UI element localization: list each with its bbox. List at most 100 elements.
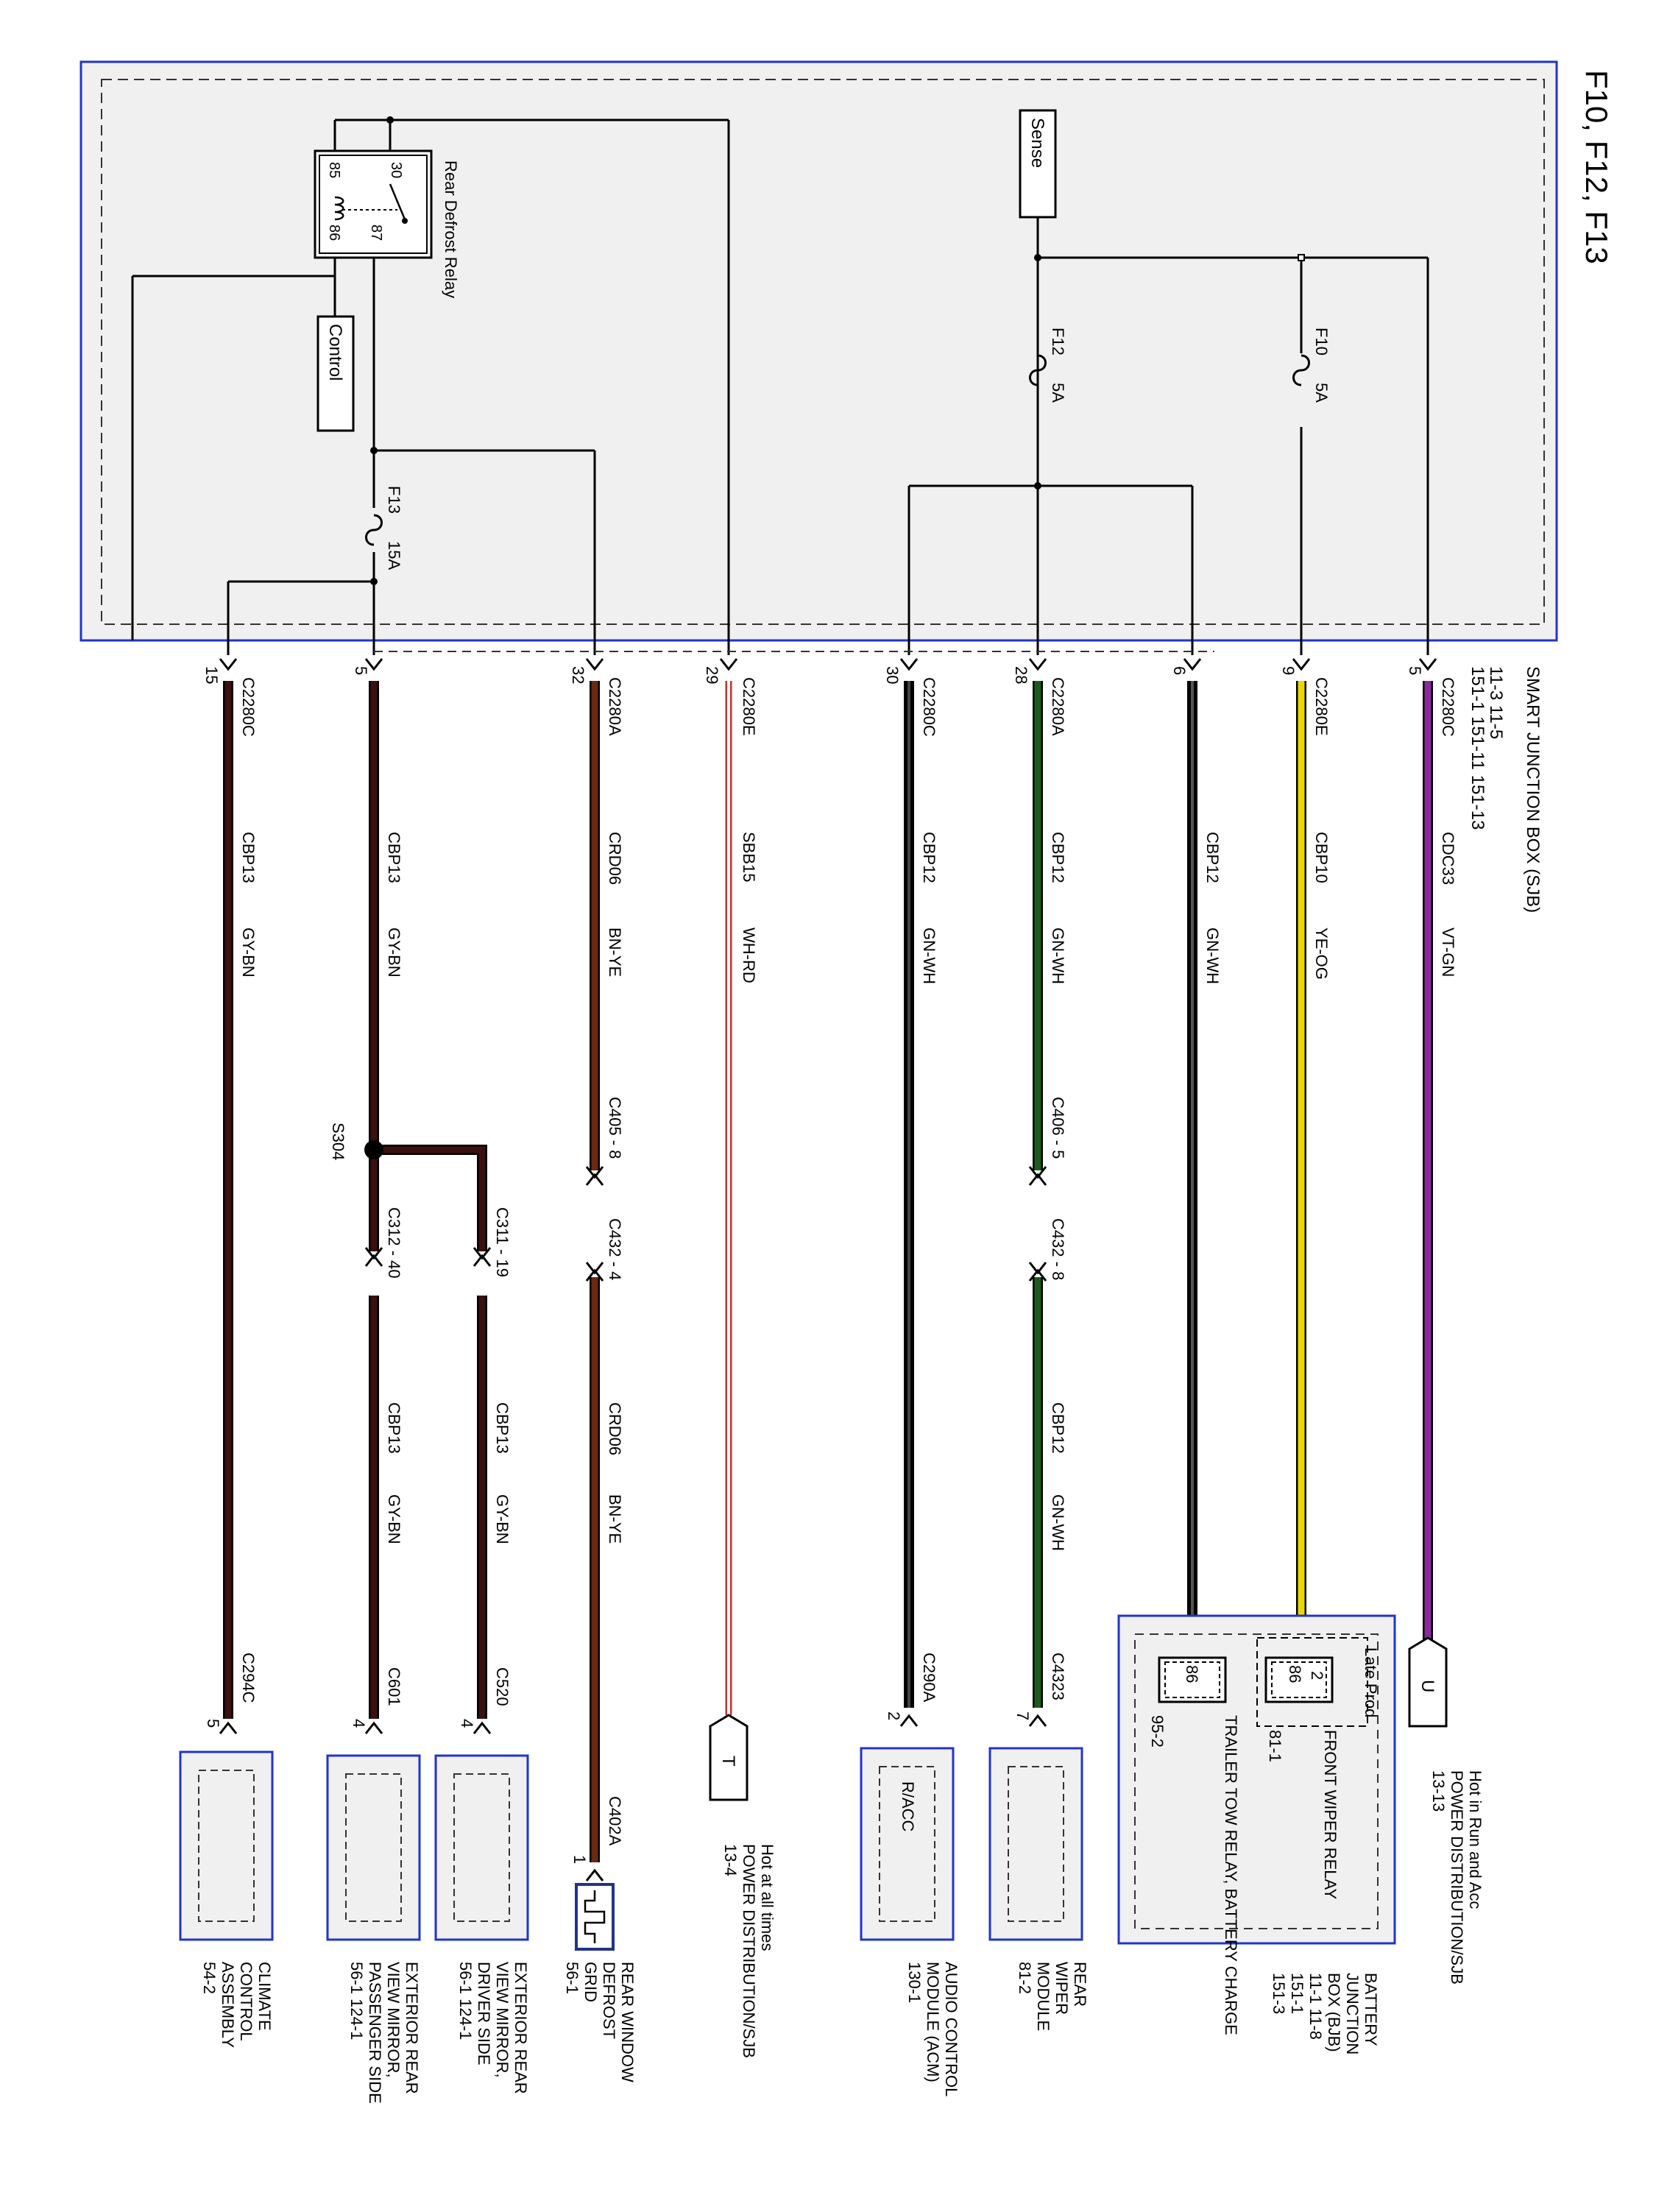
- color-gn-wh-30: GN-WH: [920, 927, 938, 984]
- conn-c2280e-9: C2280E: [1312, 677, 1331, 736]
- color-gy-bn-pass: GY-BN: [385, 1494, 403, 1544]
- rear-wiper-ref: 81-2: [1016, 1962, 1034, 1994]
- defrost-line3: GRID: [581, 1962, 600, 2002]
- sjb-title-block: SMART JUNCTION BOX (SJB) 11-3 11-5 151-1…: [1468, 666, 1543, 913]
- mirror-pass-line3: PASSENGER SIDE: [366, 1962, 384, 2104]
- pin-15: 15: [202, 666, 221, 684]
- relay-pin-86: 86: [326, 225, 342, 241]
- fuse-f13: F13 15A: [365, 486, 403, 570]
- component-rear-window-defrost: C402A 1 REAR WINDOW DEFROST GRID 56-1: [563, 1796, 637, 2082]
- color-gn-wh-lower: GN-WH: [1049, 1494, 1067, 1551]
- bjb-late-prod: Late Prod: [1362, 1647, 1380, 1717]
- conn-c2280c-15: C2280C: [239, 677, 258, 737]
- circuit-cbp12-30: CBP12: [920, 832, 938, 883]
- acm-inner: R/ACC: [899, 1781, 917, 1832]
- pin-c4323: 7: [1013, 1711, 1032, 1720]
- pin-5-vtgn: 5: [1406, 666, 1424, 675]
- conn-c402a: C402A: [606, 1796, 624, 1846]
- page-title: F10, F12, F13: [1579, 70, 1614, 264]
- circuit-cbp13-driver: CBP13: [493, 1402, 512, 1454]
- circuit-sbb15: SBB15: [740, 832, 758, 883]
- sense-block: Sense: [1019, 109, 1057, 219]
- color-gn-wh-28: GN-WH: [1049, 927, 1067, 984]
- conn-c601: C601: [385, 1667, 403, 1706]
- rear-wiper-line3: MODULE: [1034, 1962, 1052, 2031]
- junction-dots: [370, 116, 1041, 585]
- sjb-refs-row2: 151-1 151-11 151-13: [1468, 666, 1487, 830]
- offpage-u-line2: POWER DISTRIBUTION/SJB: [1448, 1770, 1466, 1985]
- color-vt-gn: VT-GN: [1439, 927, 1457, 977]
- circuit-cbp13-pass: CBP13: [385, 1402, 403, 1454]
- color-gn-wh-6: GN-WH: [1203, 927, 1222, 984]
- mirror-driver-line1: EXTERIOR REAR: [512, 1962, 530, 2094]
- conn-c2280a-32: C2280A: [606, 677, 624, 736]
- pin-32: 32: [569, 666, 587, 684]
- color-wh-rd: WH-RD: [740, 927, 758, 983]
- sjb-box: [79, 60, 1558, 642]
- offpage-u: U Hot in Run and Acc POWER DISTRIBUTION/…: [1408, 1636, 1485, 1985]
- conn-c2280c-5: C2280C: [1439, 677, 1457, 737]
- bjb-trailer-tow: TRAILER TOW RELAY, BATTERY CHARGE: [1222, 1715, 1240, 2035]
- pin-c294c: 5: [204, 1719, 222, 1728]
- bjb-title-3: BOX (BJB): [1325, 1973, 1343, 2052]
- component-audio-control-module: C290A 2 R/ACC AUDIO CONTROL MODULE (ACM)…: [860, 1653, 960, 2096]
- bjb-box: Late Prod 2 86 86 FRONT WIPER RELAY 81-1…: [1117, 1614, 1396, 2035]
- bjb-title-1: BATTERY: [1362, 1973, 1380, 2046]
- pin-c290a: 2: [885, 1711, 903, 1720]
- fuse-f10: F10 5A: [1292, 328, 1331, 403]
- circuit-cbp13-15: CBP13: [239, 832, 258, 883]
- pin-c601: 4: [350, 1719, 368, 1728]
- rear-wiper-line1: REAR: [1071, 1962, 1089, 2007]
- bjb-trailer-ref: 95-2: [1148, 1715, 1167, 1748]
- conn-c2280c-30: C2280C: [920, 677, 938, 737]
- circuit-crd06: CRD06: [606, 832, 624, 885]
- fuse-f12-rating: 5A: [1049, 383, 1067, 403]
- relay-pin-87: 87: [368, 225, 384, 241]
- defrost-line2: DEFROST: [600, 1962, 618, 2039]
- bjb-title-2: JUNCTION: [1343, 1973, 1362, 2054]
- circuit-cbp13-5: CBP13: [385, 832, 403, 883]
- bjb-ref-1: 11-1 11-8: [1306, 1973, 1325, 2040]
- sjb-connector-arrows: [219, 657, 1437, 671]
- component-mirror-driver: C520 4 EXTERIOR REAR VIEW MIRROR, DRIVER…: [434, 1667, 530, 2094]
- offpage-t-letter: T: [718, 1756, 738, 1767]
- circuit-cbp12-lower: CBP12: [1049, 1402, 1067, 1454]
- inline-c432b: C432 - 4: [606, 1218, 624, 1280]
- climate-line2: CONTROL: [237, 1962, 255, 2041]
- color-gy-bn-driver: GY-BN: [493, 1494, 512, 1544]
- acm-ref: 130-1: [905, 1962, 924, 2003]
- sjb-refs-row1: 11-3 11-5: [1486, 666, 1506, 739]
- conn-c520: C520: [493, 1667, 512, 1706]
- mirror-pass-ref: 56-1 124-1: [347, 1962, 366, 2040]
- mirror-pass-line2: VIEW MIRROR,: [384, 1962, 403, 2078]
- climate-ref: 54-2: [200, 1962, 219, 1994]
- f10-junction-square: [1298, 254, 1305, 261]
- bjb-pin-86b: 86: [1183, 1665, 1201, 1683]
- acm-line2: MODULE (ACM): [924, 1962, 942, 2082]
- defrost-ref: 56-1: [563, 1962, 581, 1994]
- conn-c2280a-28: C2280A: [1049, 677, 1067, 736]
- wire-gy-bn-5: [364, 681, 487, 1719]
- fuse-f12: F12 5A: [1029, 328, 1067, 403]
- control-label: Control: [325, 324, 345, 381]
- sjb-internal-wiring: [131, 119, 1429, 655]
- mirror-driver-line2: VIEW MIRROR,: [493, 1962, 512, 2078]
- pin-6: 6: [1170, 666, 1189, 675]
- splice-s304: S304: [329, 1123, 347, 1160]
- offpage-u-text: Hot in Run and Acc: [1466, 1770, 1485, 1909]
- mirror-driver-line3: DRIVER SIDE: [475, 1962, 493, 2066]
- offpage-t-line2: POWER DISTRIBUTION/SJB: [740, 1844, 758, 2058]
- pin-9: 9: [1279, 666, 1298, 675]
- offpage-t-ref: 13-4: [721, 1844, 740, 1876]
- conn-c4323: C4323: [1049, 1653, 1067, 1700]
- color-bn-ye: BN-YE: [606, 927, 624, 977]
- control-block: Control: [316, 315, 355, 432]
- bjb-front-wiper: FRONT WIPER RELAY: [1321, 1730, 1340, 1900]
- relay-pin-30: 30: [388, 162, 404, 178]
- sjb-title: SMART JUNCTION BOX (SJB): [1523, 666, 1543, 913]
- component-climate-control: C294C 5 CLIMATE CONTROL ASSEMBLY 54-2: [179, 1653, 274, 2048]
- conn-c290a: C290A: [920, 1653, 938, 1703]
- inline-connector-arrows: [364, 1165, 1047, 1282]
- fuse-f10-id: F10: [1312, 328, 1331, 356]
- defrost-line1: REAR WINDOW: [618, 1962, 637, 2082]
